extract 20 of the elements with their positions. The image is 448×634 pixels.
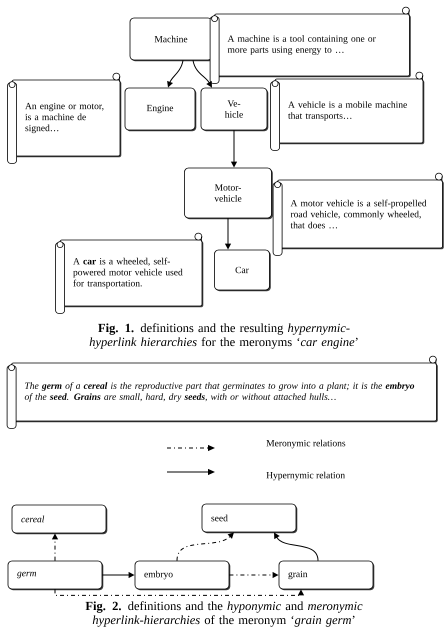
figure-caption: Fig. 2. definitions and the hyponymic and meronymic hyperlink-hierarchies of the meronym ‘grain germ’ [86,601,362,627]
concept-box: embryo [134,560,230,590]
concept-box: germ [8,560,104,590]
concept-box: Ve- hicle [200,88,268,132]
concept-box: grain [278,560,374,590]
definition-scroll: A motor vehicle is a self-propelled road vehicle, commonly wheeled, that does … [272,172,444,256]
figure-caption: Fig. 1. definitions and the resulting hypernymic-hyperlink hierarchies for the meronyms ‘car engine’ [90,323,358,349]
concept-box: Machine [130,18,214,62]
definition-scroll: A car is a wheeled, self-powered motor vehicle used for transportation. [55,232,204,314]
concept-box: Car [214,250,271,292]
legend-label: Meronymic relations [266,440,346,448]
definition-scroll: An engine or motor, is a machine de signed… [7,72,122,164]
legend-label: Hypernymic relation [266,472,345,480]
definition-scroll: A machine is a tool containing one or more parts using energy to … [210,6,411,84]
concept-box: cereal [12,504,108,534]
concept-box: seed [202,504,298,534]
concept-box: Motor- vehicle [184,168,273,220]
definition-scroll: A vehicle is a mobile machine that transports… [270,72,424,151]
concept-box: Engine [124,88,196,132]
definition-scroll: The germ of a cereal is the reproductive part that germinates to grow into a plant; it is the embryo of the seed. Grains are small, hard, dry seeds, with or without attached hulls… [6,356,438,429]
